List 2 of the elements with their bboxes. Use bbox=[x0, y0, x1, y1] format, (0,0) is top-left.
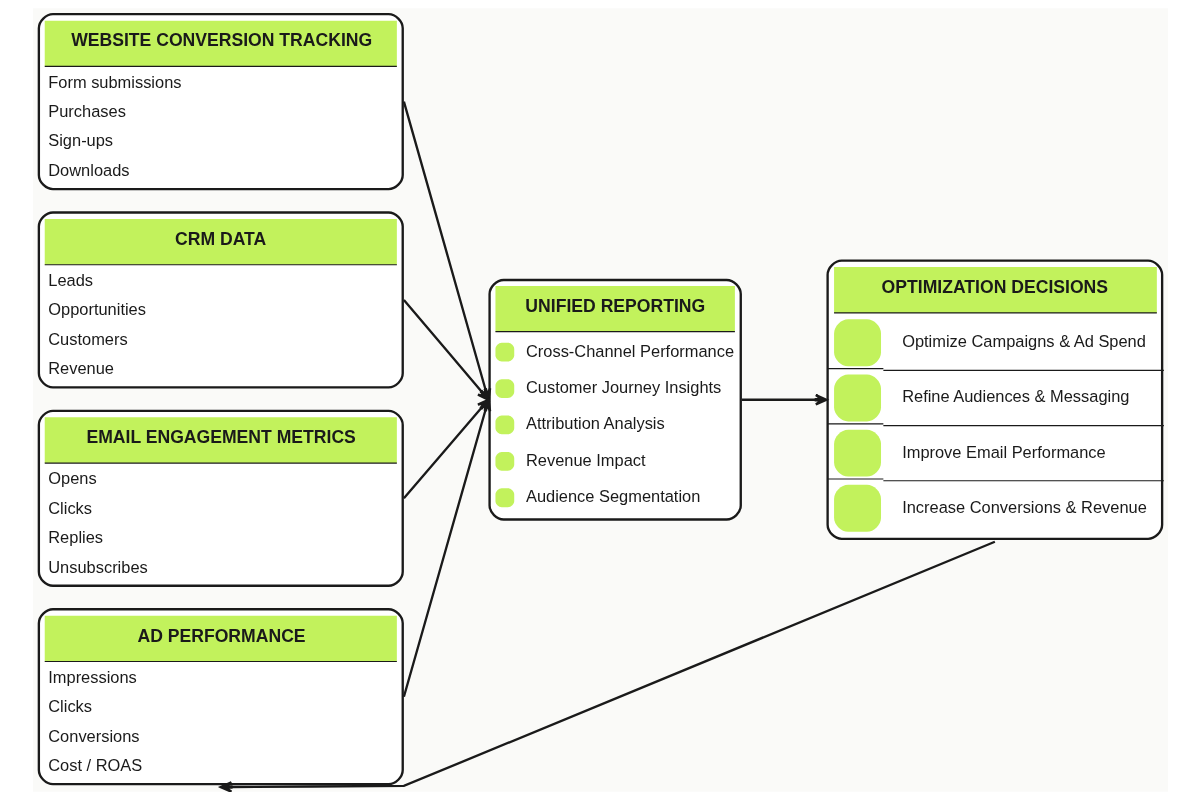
arrow bbox=[219, 540, 995, 792]
arrow bbox=[741, 393, 828, 406]
